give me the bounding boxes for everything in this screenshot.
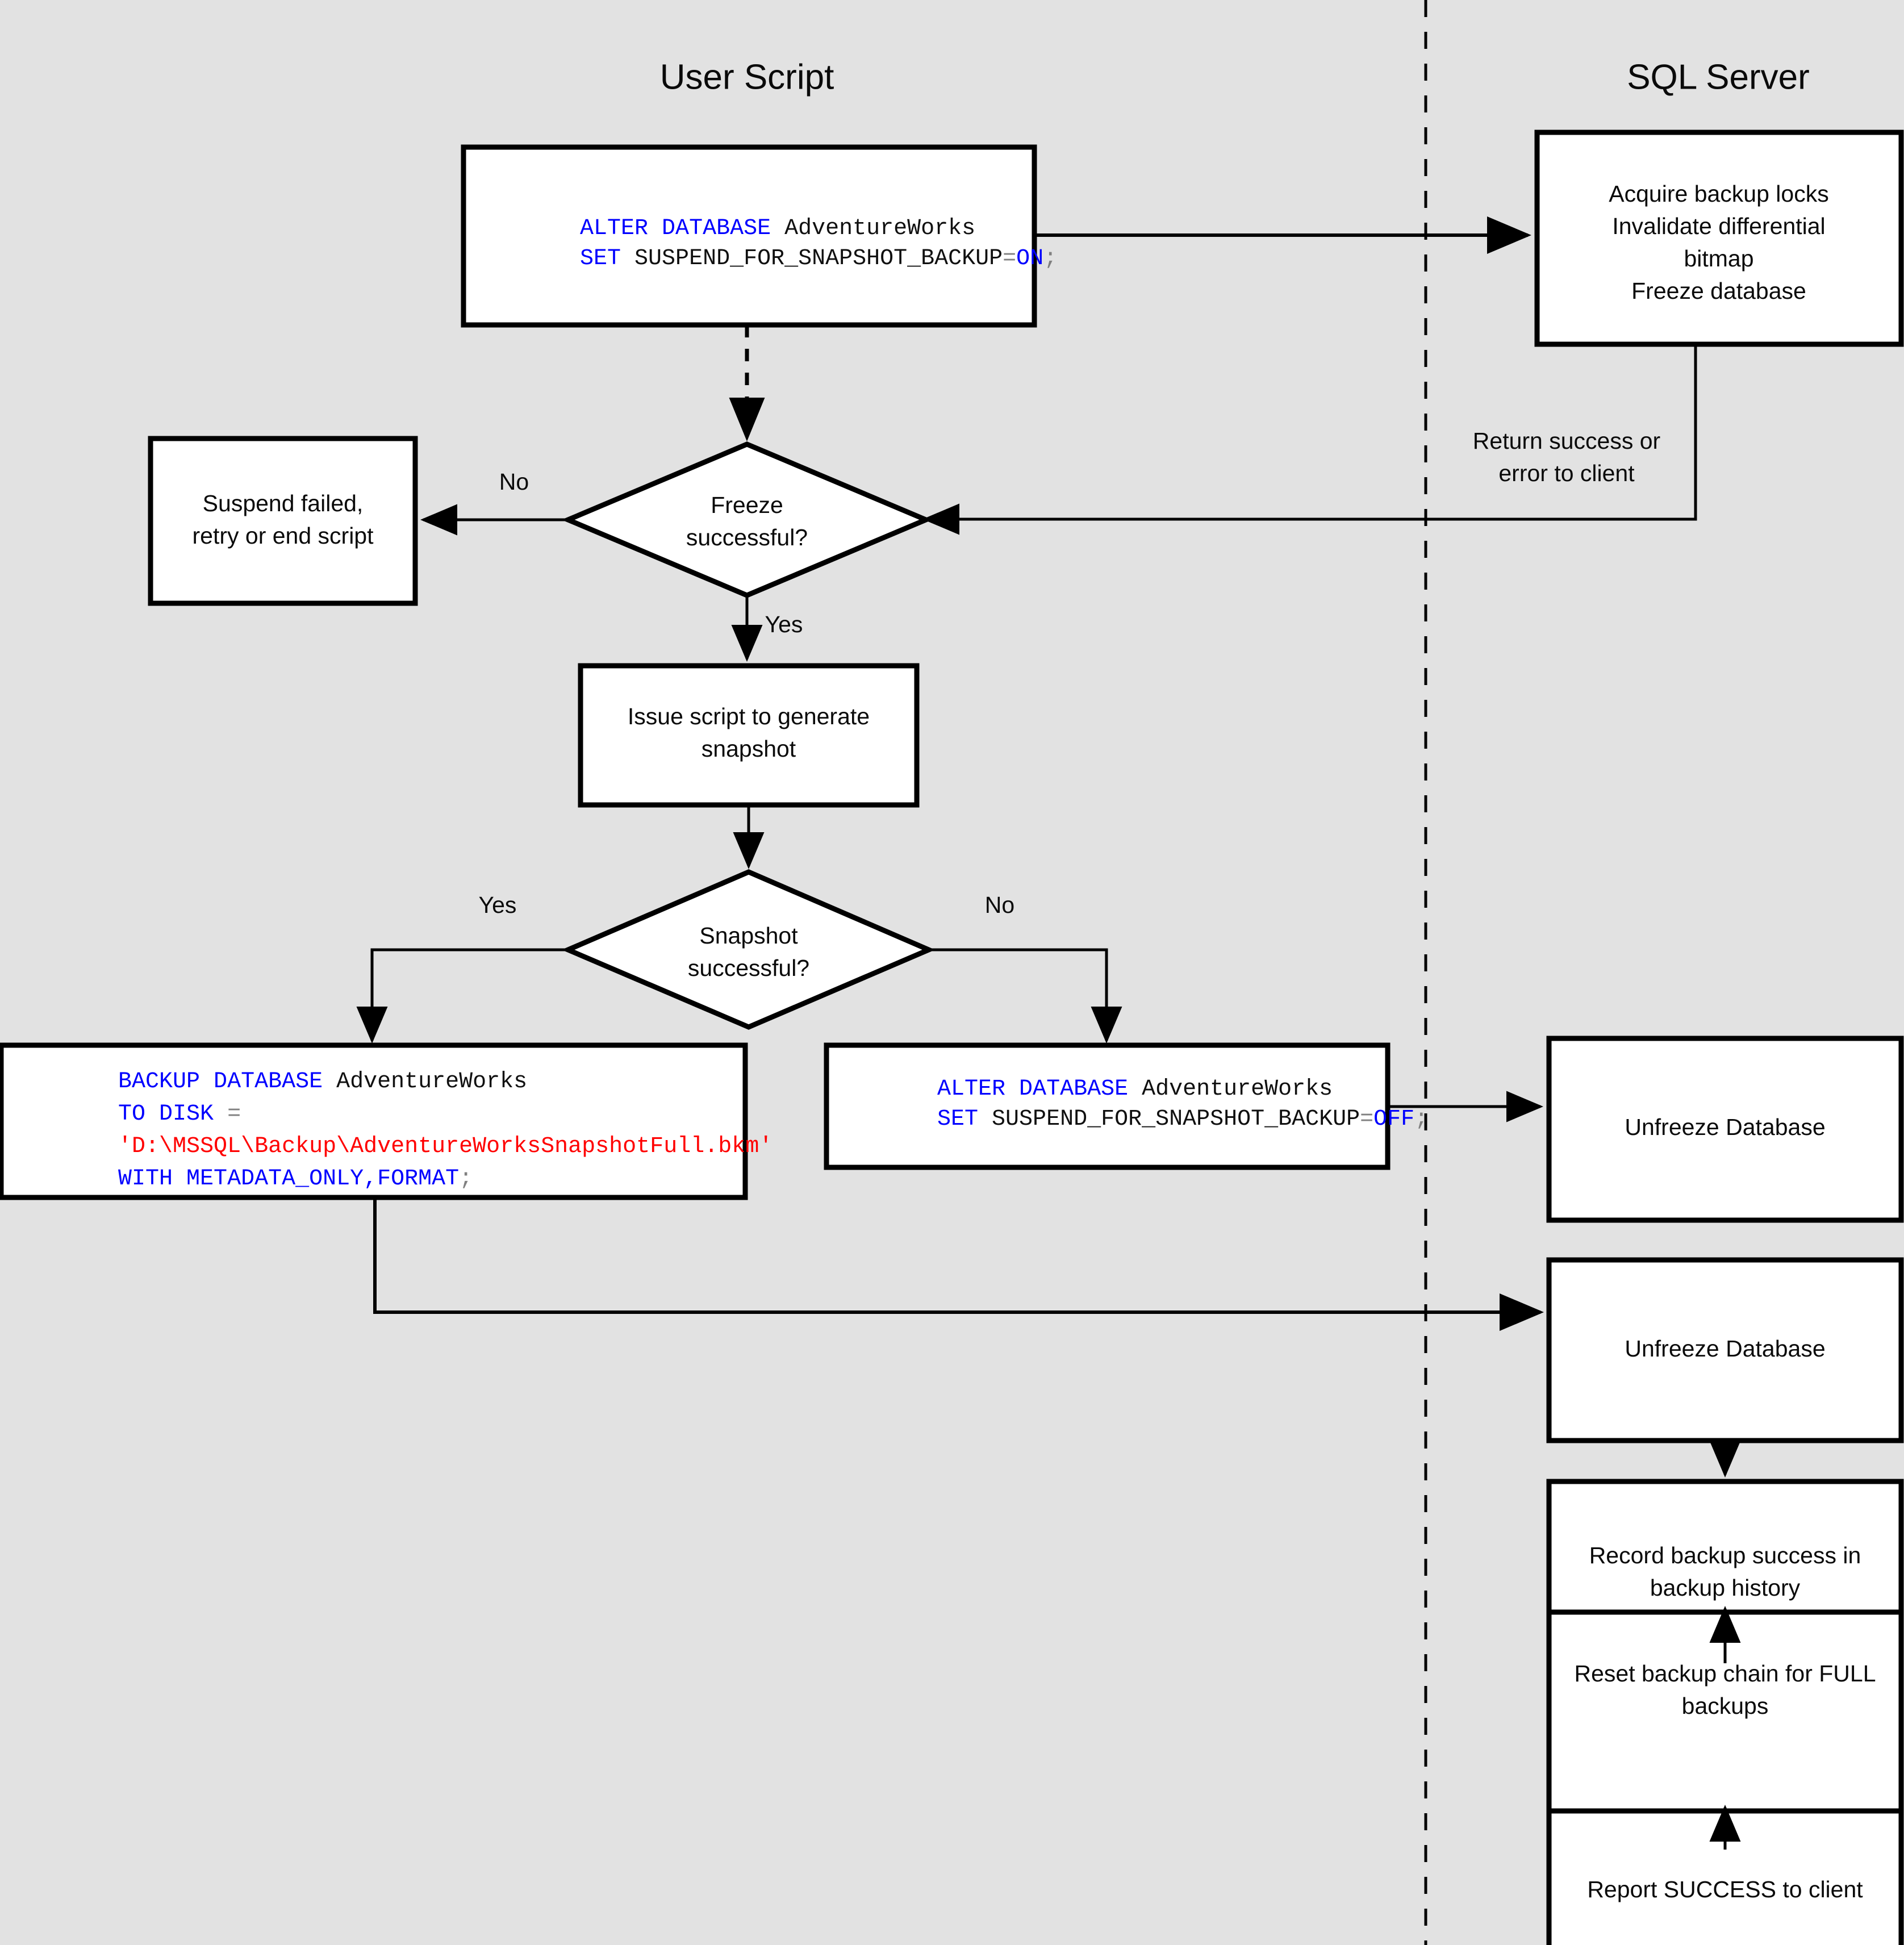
- lane-title-user-script: User Script: [660, 57, 834, 97]
- acquire-line-2: Invalidate differential: [1612, 213, 1825, 239]
- node-unfreeze-database-bottom-shape: [1546, 1257, 1904, 1443]
- suspend-failed-line-2: retry or end script: [193, 523, 374, 549]
- node-unfreeze-database-top-shape: [1546, 1036, 1904, 1223]
- backup-line-4: WITH METADATA_ONLY,FORMAT;: [23, 1166, 541, 1192]
- snapshot-decision-line-2: successful?: [688, 955, 809, 981]
- edge-snapshot-no-to-alter-off: [929, 948, 1122, 1044]
- record-backup-line-2: backup history: [1650, 1575, 1801, 1601]
- edge-label-snapshot-yes: Yes: [479, 892, 517, 918]
- reset-chain-line-2: backups: [1682, 1693, 1769, 1719]
- edge-label-snapshot-no: No: [985, 892, 1014, 918]
- unfreeze-top-label: Unfreeze Database: [1625, 1114, 1825, 1140]
- node-alter-database-on[interactable]: ALTER DATABASE AdventureWorks SET SUSPEN…: [461, 144, 1125, 328]
- edge-snapshot-yes-to-backup-database: [356, 948, 568, 1044]
- node-issue-script[interactable]: Issue script to generate snapshot: [578, 663, 920, 808]
- alter-on-line-1: ALTER DATABASE AdventureWorks: [485, 216, 1043, 241]
- backup-line-3: 'D:\MSSQL\Backup\AdventureWorksSnapshotF…: [23, 1134, 841, 1159]
- edge-label-return-client-line-1: Return success or: [1473, 428, 1660, 454]
- issue-script-line-2: snapshot: [702, 736, 796, 762]
- acquire-line-4: Freeze database: [1631, 278, 1806, 304]
- node-snapshot-successful-decision[interactable]: Snapshot successful?: [561, 869, 936, 1030]
- lane-title-sql-server: SQL Server: [1627, 57, 1810, 97]
- alter-off-line-2: SET SUSPEND_FOR_SNAPSHOT_BACKUP=OFF;: [842, 1107, 1496, 1132]
- node-acquire-backup-locks-shape: [1534, 130, 1904, 347]
- reset-chain-line-1: Reset backup chain for FULL: [1575, 1660, 1876, 1687]
- edge-label-freeze-no: No: [499, 469, 529, 495]
- node-unfreeze-database-bottom[interactable]: Unfreeze Database: [1546, 1257, 1904, 1443]
- edge-backup-database-to-unfreeze-bottom: [373, 1197, 1544, 1331]
- edge-label-return-client-line-2: error to client: [1498, 460, 1635, 486]
- alter-off-line-1: ALTER DATABASE AdventureWorks: [842, 1076, 1401, 1102]
- freeze-decision-line-2: successful?: [686, 524, 808, 550]
- report-success-label: Report SUCCESS to client: [1587, 1876, 1863, 1902]
- node-alter-database-off-shape: [824, 1042, 1391, 1170]
- node-alter-database-off[interactable]: ALTER DATABASE AdventureWorks SET SUSPEN…: [824, 1042, 1496, 1170]
- unfreeze-bottom-label: Unfreeze Database: [1625, 1335, 1825, 1362]
- suspend-failed-line-1: Suspend failed,: [203, 490, 364, 516]
- node-acquire-backup-locks[interactable]: Acquire backup locks Invalidate differen…: [1534, 130, 1904, 347]
- issue-script-line-1: Issue script to generate: [628, 703, 870, 729]
- freeze-decision-line-1: Freeze: [711, 492, 783, 518]
- acquire-line-3: bitmap: [1684, 245, 1753, 272]
- node-issue-script-shape: [578, 663, 920, 808]
- node-snapshot-decision-shape: [561, 869, 936, 1030]
- node-alter-database-on-shape: [461, 144, 1037, 328]
- node-suspend-failed[interactable]: Suspend failed, retry or end script: [148, 436, 418, 606]
- backup-line-2: TO DISK =: [23, 1101, 309, 1127]
- node-suspend-failed-shape: [148, 436, 418, 606]
- acquire-line-1: Acquire backup locks: [1609, 181, 1828, 207]
- snapshot-decision-line-1: Snapshot: [699, 923, 798, 949]
- edge-return-to-client: [922, 344, 1697, 535]
- edge-label-freeze-yes: Yes: [765, 611, 803, 637]
- alter-on-line-2: SET SUSPEND_FOR_SNAPSHOT_BACKUP=ON;: [485, 246, 1125, 272]
- backup-line-1: BACKUP DATABASE AdventureWorks: [23, 1069, 595, 1095]
- node-unfreeze-database-top[interactable]: Unfreeze Database: [1546, 1036, 1904, 1223]
- record-backup-line-1: Record backup success in: [1589, 1542, 1861, 1568]
- node-backup-database[interactable]: BACKUP DATABASE AdventureWorks TO DISK =…: [0, 1042, 841, 1200]
